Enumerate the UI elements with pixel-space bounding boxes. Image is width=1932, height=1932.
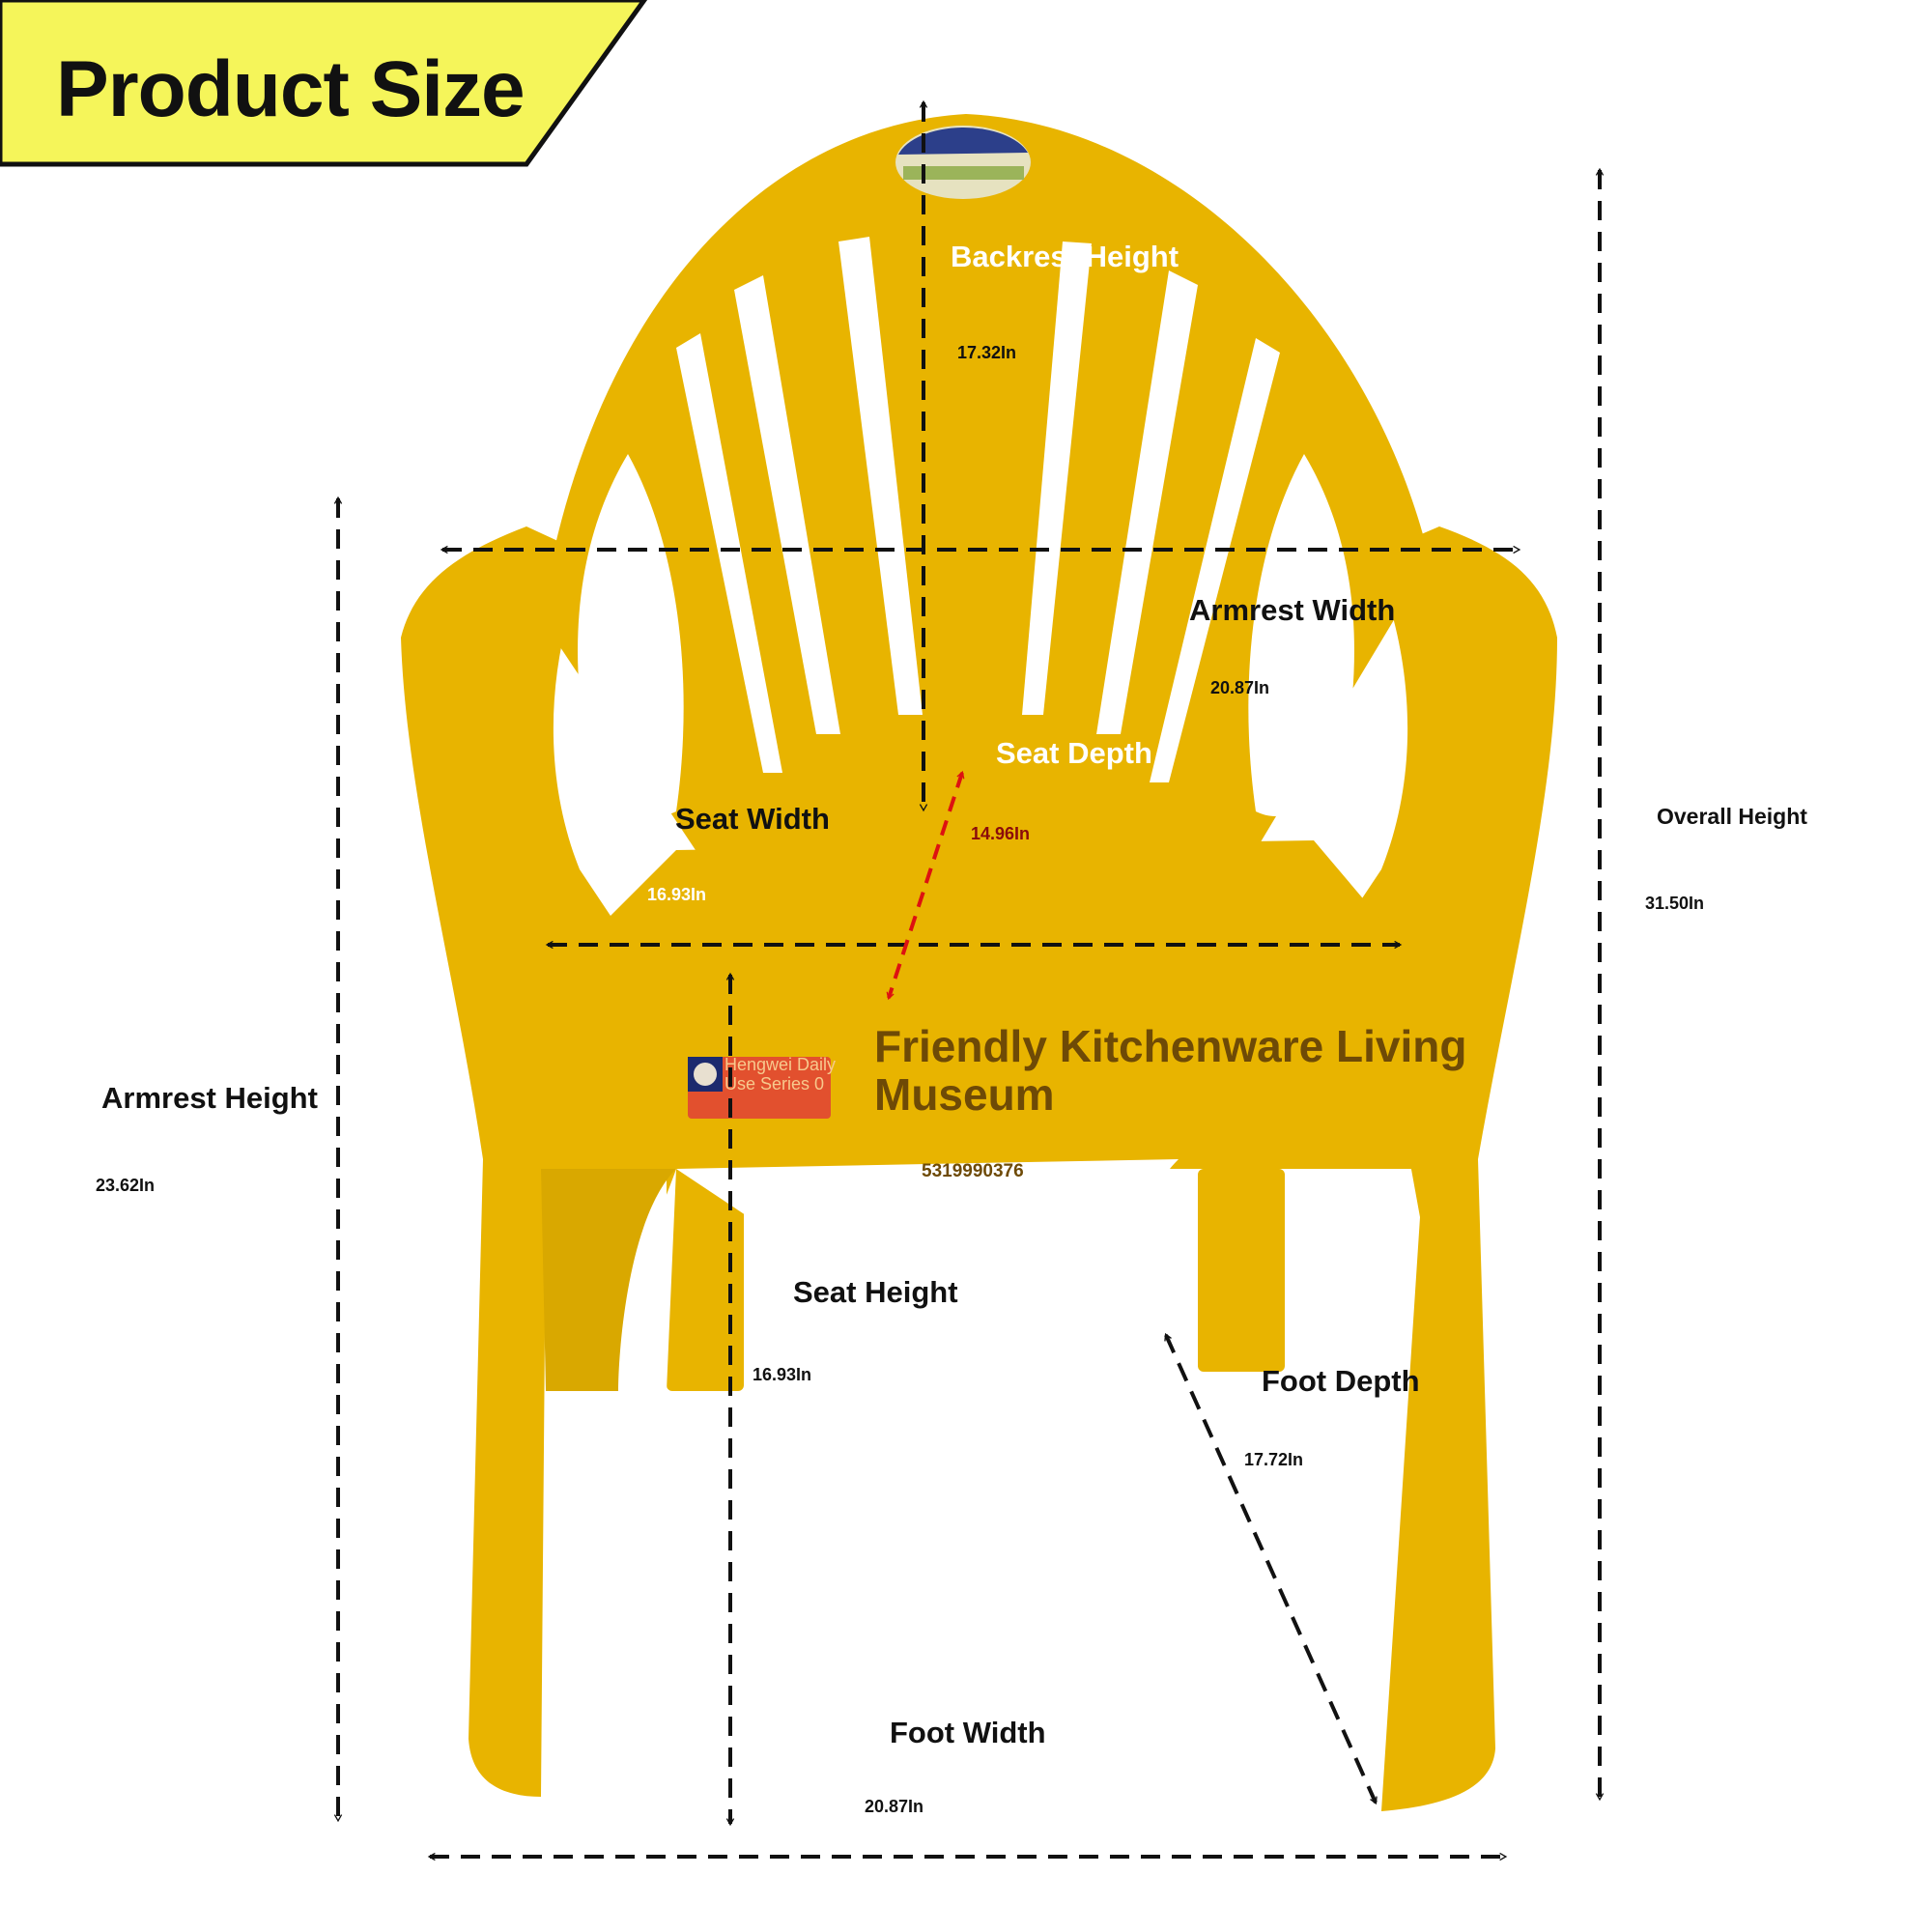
armrest-height-value: 23.62In <box>96 1176 156 1195</box>
backrest-height-label: Backrest Height <box>951 240 1179 273</box>
foot-depth-value: 17.72In <box>1244 1450 1304 1469</box>
foot-depth-arrow <box>1164 1332 1378 1805</box>
overall-height-value: 31.50In <box>1645 894 1705 913</box>
seat-width-label: Seat Width <box>675 802 830 836</box>
series-sticker <box>688 1057 831 1119</box>
armrest-width-label: Armrest Width <box>1189 593 1396 627</box>
foot-width-value: 20.87In <box>865 1797 924 1816</box>
seat-width-value: 16.93In <box>647 885 707 904</box>
seat-depth-label: Seat Depth <box>996 736 1152 770</box>
overall-height-label: Overall Height <box>1657 804 1807 829</box>
foot-depth-label: Foot Depth <box>1262 1364 1420 1398</box>
armrest-height-label: Armrest Height <box>101 1081 318 1115</box>
product-code: 5319990376 <box>922 1161 1024 1181</box>
brand-watermark: Friendly Kitchenware Living Museum <box>874 1021 1467 1120</box>
series-label: Hengwei Daily Use Series 0 <box>724 1055 837 1094</box>
seat-height-value: 16.93In <box>753 1365 812 1384</box>
backrest-slots <box>578 237 1354 1391</box>
armrest-width-value: 20.87In <box>1210 678 1270 697</box>
backrest-height-value: 17.32In <box>957 343 1017 362</box>
brand-seal <box>895 126 1031 199</box>
page-title: Product Size <box>56 45 526 133</box>
foot-width-label: Foot Width <box>890 1716 1046 1749</box>
seat-depth-value: 14.96In <box>971 824 1031 843</box>
seat-height-label: Seat Height <box>793 1275 958 1309</box>
title-banner <box>0 0 648 167</box>
chair-image <box>401 114 1557 1811</box>
seat-depth-arrow <box>886 770 965 1001</box>
